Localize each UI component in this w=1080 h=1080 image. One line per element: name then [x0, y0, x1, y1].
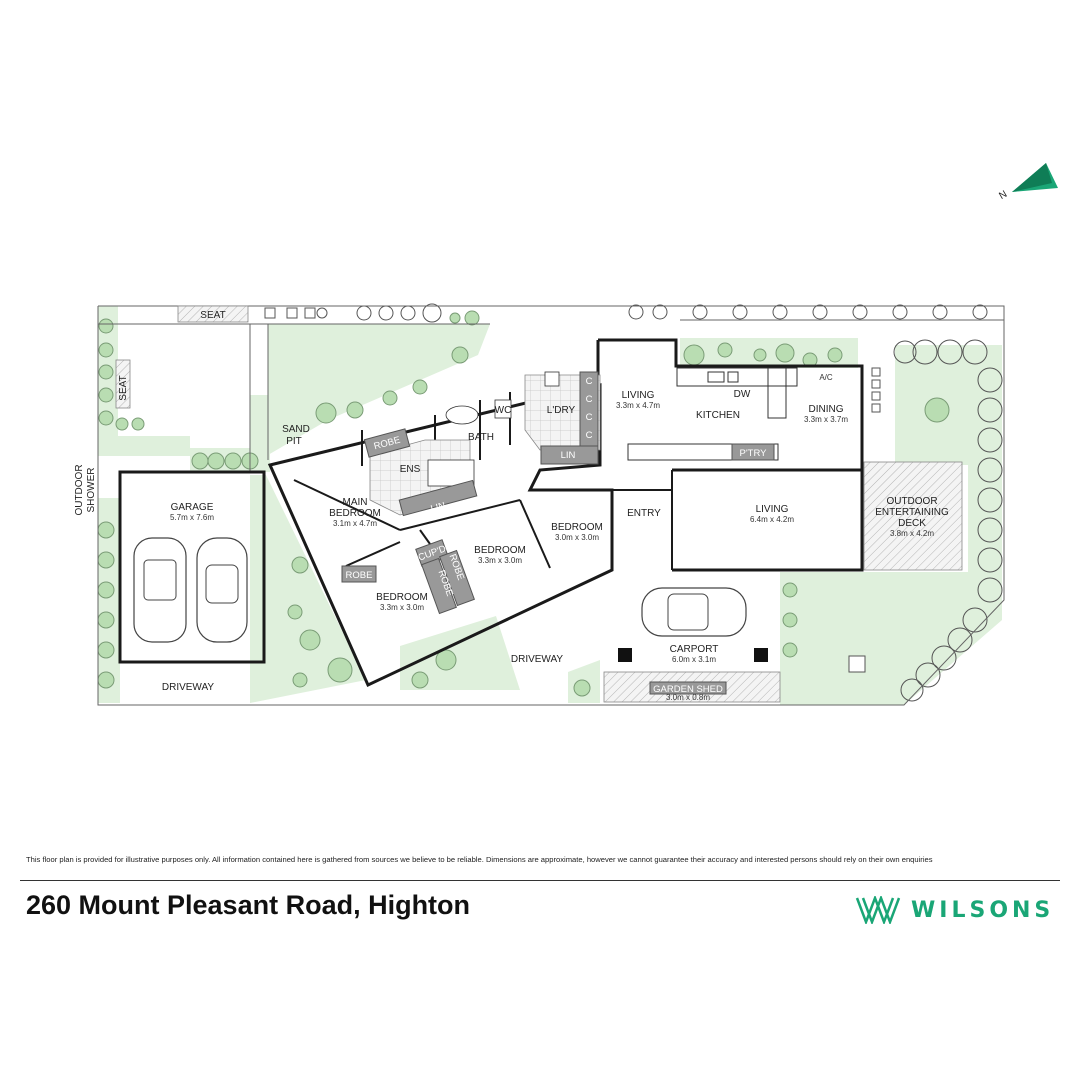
driveway-left-label: DRIVEWAY [162, 682, 215, 693]
property-address: 260 Mount Pleasant Road, Highton [26, 890, 471, 920]
living-small-dims: 3.3m x 4.7m [616, 401, 660, 410]
deck-label-1: OUTDOOR [886, 496, 937, 507]
disclaimer-text: This floor plan is provided for illustra… [26, 855, 933, 864]
hedge-trees [316, 303, 1003, 702]
hall-linen-label: LIN [430, 500, 447, 514]
dining-dims: 3.3m x 3.7m [804, 415, 848, 424]
cupboard-1: C [586, 376, 593, 387]
cupboard-3: C [586, 412, 593, 423]
laundry-label: L'DRY [547, 405, 576, 416]
deck-label-3: DECK [898, 518, 926, 529]
living-small-label: LIVING [622, 390, 655, 401]
brand-name: WILSONS [911, 897, 1055, 923]
dw-label: DW [734, 389, 751, 400]
carport-label: CARPORT [670, 644, 719, 655]
wilsons-mark-icon [855, 896, 901, 924]
deck-dims: 3.8m x 4.2m [890, 529, 934, 538]
garage-label: GARAGE [171, 502, 214, 513]
living-large-dims: 6.4m x 4.2m [750, 515, 794, 524]
bedroom-c-label: BEDROOM [551, 522, 603, 533]
main-bedroom-label-2: BEDROOM [329, 508, 381, 519]
grey-fixtures [341, 371, 775, 695]
carport-structure [618, 587, 768, 662]
sand-pit-label-1: SAND [282, 424, 310, 435]
kitchen-bench [627, 367, 798, 461]
trees [97, 310, 950, 697]
brand-logo: WILSONS [855, 895, 1054, 925]
main-bedroom-dims: 3.1m x 4.7m [333, 519, 377, 528]
bedroom-a-label: BEDROOM [376, 592, 428, 603]
kitchen-label: KITCHEN [696, 410, 740, 421]
outdoor-shower-label-2: SHOWER [86, 468, 97, 513]
ac-label: A/C [819, 373, 833, 382]
garage-dims: 5.7m x 7.6m [170, 513, 214, 522]
steps [264, 307, 881, 673]
wc-label: WC [495, 405, 512, 416]
site-boundary [97, 305, 1005, 706]
bedroom-b-label: BEDROOM [474, 545, 526, 556]
bedroom-c-dims: 3.0m x 3.0m [555, 533, 599, 542]
deck-label-2: ENTERTAINING [875, 507, 949, 518]
ens-label: ENS [400, 464, 421, 475]
garage-structure [118, 470, 266, 664]
bedroom-a-dims: 3.3m x 3.0m [380, 603, 424, 612]
seat-side-label: SEAT [118, 375, 129, 400]
cupboard-4: C [586, 430, 593, 441]
main-bedroom-label-1: MAIN [343, 497, 368, 508]
laundry-linen-label: LIN [561, 450, 576, 461]
garden-shed-dims: 3.0m x 0.8m [666, 693, 710, 702]
carport-dims: 6.0m x 3.1m [672, 655, 716, 664]
footer-divider [20, 880, 1060, 881]
entry-label: ENTRY [627, 508, 661, 519]
pantry-label: P'TRY [740, 448, 768, 459]
north-compass-icon: N [997, 163, 1058, 202]
living-large-label: LIVING [756, 504, 789, 515]
bath-label: BATH [468, 432, 494, 443]
bedroom-b-dims: 3.3m x 3.0m [478, 556, 522, 565]
garden-shed-label: GARDEN SHED [653, 684, 723, 695]
robe-main-label: ROBE [346, 570, 373, 581]
outdoor-shower-label-1: OUTDOOR [74, 464, 85, 515]
floor-plan: N SEAT SEAT SAND PIT OUTDOOR SHOWER GARA… [74, 163, 1058, 706]
room-labels: SEAT SEAT SAND PIT OUTDOOR SHOWER GARAGE… [74, 310, 949, 702]
dining-label: DINING [809, 404, 844, 415]
compass-letter: N [997, 189, 1009, 202]
driveway-mid-label: DRIVEWAY [511, 654, 564, 665]
seat-top-label: SEAT [200, 310, 225, 321]
sand-pit-label-2: PIT [286, 436, 302, 447]
cupboard-2: C [586, 394, 593, 405]
